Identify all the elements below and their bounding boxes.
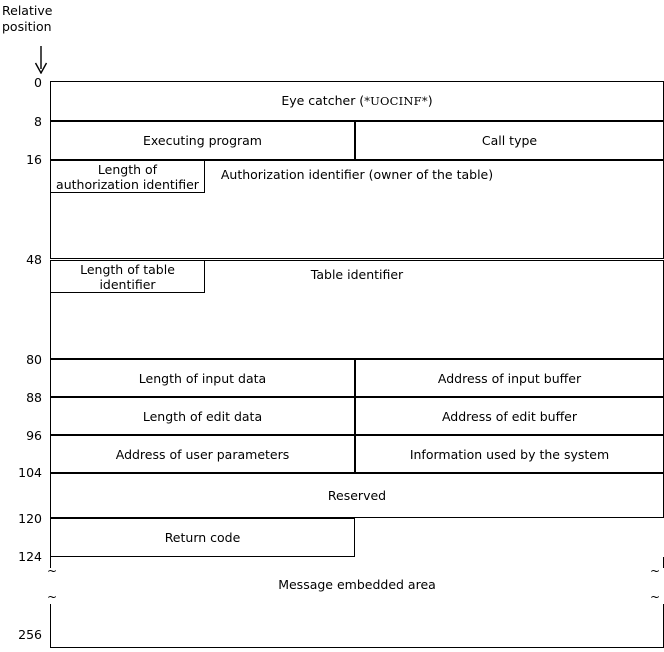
- field-executing-program: Executing program: [50, 121, 355, 160]
- offset-label-96: 96: [26, 428, 42, 443]
- field-label: Address of edit buffer: [441, 408, 578, 424]
- field-reserved: Reserved: [50, 473, 664, 518]
- offset-label-104: 104: [18, 465, 42, 480]
- message-area-break-glyph-left-lower: ~: [47, 590, 58, 604]
- offset-label-124: 124: [18, 549, 42, 564]
- eye-catcher-suffix: ): [427, 93, 433, 108]
- message-area-break-glyph-right-upper: ~: [650, 564, 661, 578]
- field-label: Reserved: [327, 488, 387, 503]
- field-length-of-input-data: Length of input data: [50, 359, 355, 397]
- offset-label-8: 8: [34, 114, 42, 129]
- offset-label-48: 48: [26, 252, 42, 267]
- field-length-of-edit-data: Length of edit data: [50, 397, 355, 435]
- field-length-of-table-identifier: Length of table identifier: [50, 260, 205, 293]
- eye-catcher-prefix: Eye catcher (: [281, 93, 365, 108]
- field-information-used-by-the-system: Information used by the system: [355, 435, 664, 473]
- field-address-of-input-buffer: Address of input buffer: [355, 359, 664, 397]
- offset-label-0: 0: [34, 75, 42, 90]
- field-label: Authorization identifier (owner of the t…: [220, 167, 494, 182]
- field-call-type: Call type: [355, 121, 664, 160]
- field-label: Table identifier: [310, 267, 404, 282]
- field-label: Eye catcher (*UOCINF*): [277, 93, 436, 109]
- field-return-code: Return code: [50, 518, 355, 557]
- offset-label-120: 120: [18, 511, 42, 526]
- field-label: Address of user parameters: [115, 446, 290, 462]
- message-embedded-area-label: Message embedded area: [278, 577, 436, 592]
- field-label: Length of edit data: [142, 408, 263, 424]
- message-area-left-border-upper: [50, 557, 51, 568]
- down-arrow-icon: [34, 46, 48, 74]
- message-area-bottom-border: [50, 647, 664, 648]
- field-label: Information used by the system: [409, 446, 610, 462]
- offset-label-256: 256: [18, 627, 42, 642]
- field-label: Length of authorization identifier: [56, 161, 199, 192]
- field-authorization-identifier: Authorization identifier (owner of the t…: [50, 160, 664, 259]
- field-address-of-edit-buffer: Address of edit buffer: [355, 397, 664, 435]
- field-label: Length of input data: [138, 370, 267, 386]
- message-area-left-border-lower: [50, 604, 51, 648]
- field-table-identifier: Table identifier: [50, 260, 664, 359]
- field-label: Return code: [164, 530, 241, 545]
- message-area-break-glyph-left-upper: ~: [47, 564, 58, 578]
- offset-label-80: 80: [26, 352, 42, 367]
- field-label: Executing program: [143, 133, 262, 148]
- message-area-break-glyph-right-lower: ~: [650, 590, 661, 604]
- offset-label-16: 16: [26, 152, 42, 167]
- field-label: Call type: [481, 133, 538, 148]
- offset-label-88: 88: [26, 390, 42, 405]
- relative-position-caption: Relative position: [2, 3, 53, 34]
- field-address-of-user-parameters: Address of user parameters: [50, 435, 355, 473]
- eye-catcher-code: *UOCINF*: [364, 94, 428, 108]
- field-label: Address of input buffer: [437, 370, 582, 386]
- field-eye-catcher: Eye catcher (*UOCINF*): [50, 81, 664, 121]
- field-label: Length of table identifier: [80, 261, 175, 292]
